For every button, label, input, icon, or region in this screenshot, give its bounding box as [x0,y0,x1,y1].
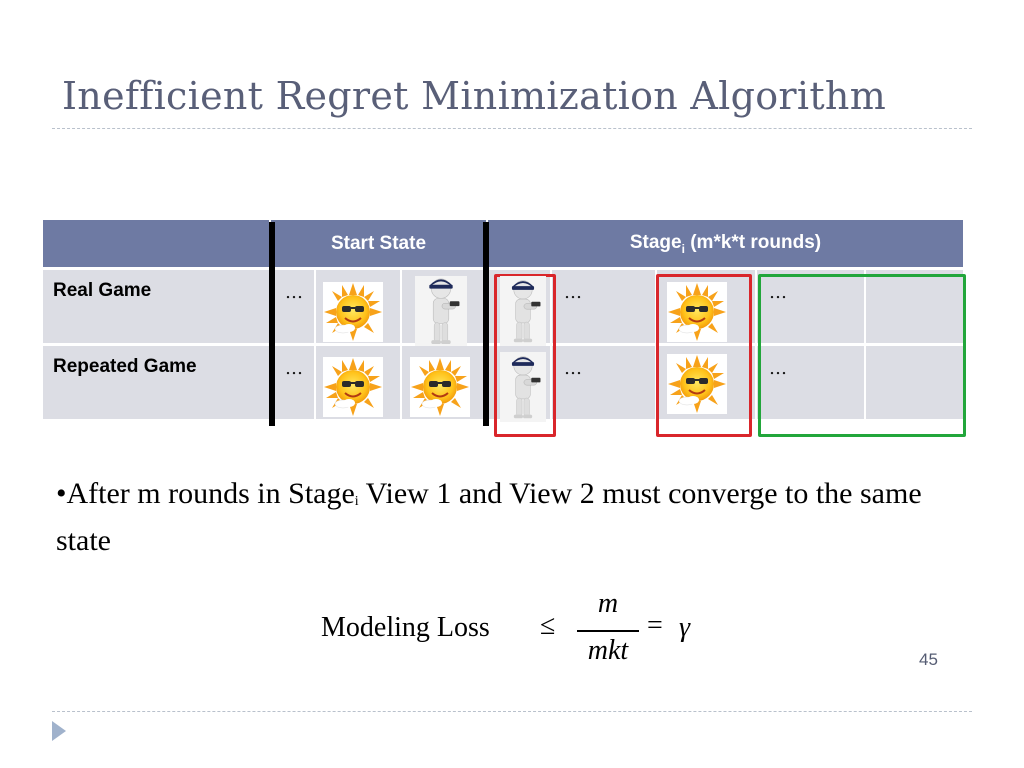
sun-icon [323,282,383,342]
ellipsis-cell: … [552,346,657,422]
person-icon [500,352,546,422]
sun-icon [323,357,383,417]
person-icon [415,276,467,346]
sun-icon [667,354,727,414]
formula-numerator: m [597,588,619,619]
ellipsis-cell: … [552,270,657,346]
stage-highlight-box-red [656,274,752,437]
formula-result: γ [679,612,691,643]
formula-fraction-bar [577,630,639,632]
bullet-suffix: View 1 and View 2 must converge to the s… [56,477,922,557]
bullet-text: •After m rounds in Stagei View 1 and Vie… [56,474,976,560]
formula-equals: = [647,610,663,641]
ellipsis-cell: … [271,270,316,346]
row-label-repeated-game: Repeated Game [43,346,271,422]
header-stage: Stagei (m*k*t rounds) [488,220,965,270]
title-divider [52,128,972,129]
slide-title: Inefficient Regret Minimization Algorith… [62,74,887,118]
bullet-sub: i [354,494,359,509]
person-icon [500,276,546,346]
empty-cell [866,346,965,422]
header-stage-suffix: (m*k*t rounds) [684,231,822,253]
ellipsis-cell: … [271,346,316,422]
footer-divider [52,711,972,712]
stage-highlight-box-green [758,274,966,437]
bullet-prefix: •After m rounds in Stage [56,477,355,510]
page-number: 45 [919,650,938,669]
header-start-state: Start State [271,220,488,270]
play-arrow-icon[interactable] [52,721,66,741]
formula-label: Modeling Loss [321,612,490,643]
column-divider [483,222,489,426]
formula-leq: ≤ [540,610,556,641]
header-stage-prefix: Stage [629,231,682,253]
ellipsis-cell: … [757,346,866,422]
header-stage-sub: i [681,241,685,256]
header-empty-cell [43,220,271,270]
formula-denominator: mkt [587,635,629,666]
sun-icon [667,282,727,342]
stage-highlight-box-red [494,274,556,437]
row-label-real-game: Real Game [43,270,271,346]
ellipsis-cell: … [757,270,866,346]
column-divider [269,222,275,426]
table-header-row: Start State Stagei (m*k*t rounds) [43,220,965,270]
sun-icon [410,357,470,417]
